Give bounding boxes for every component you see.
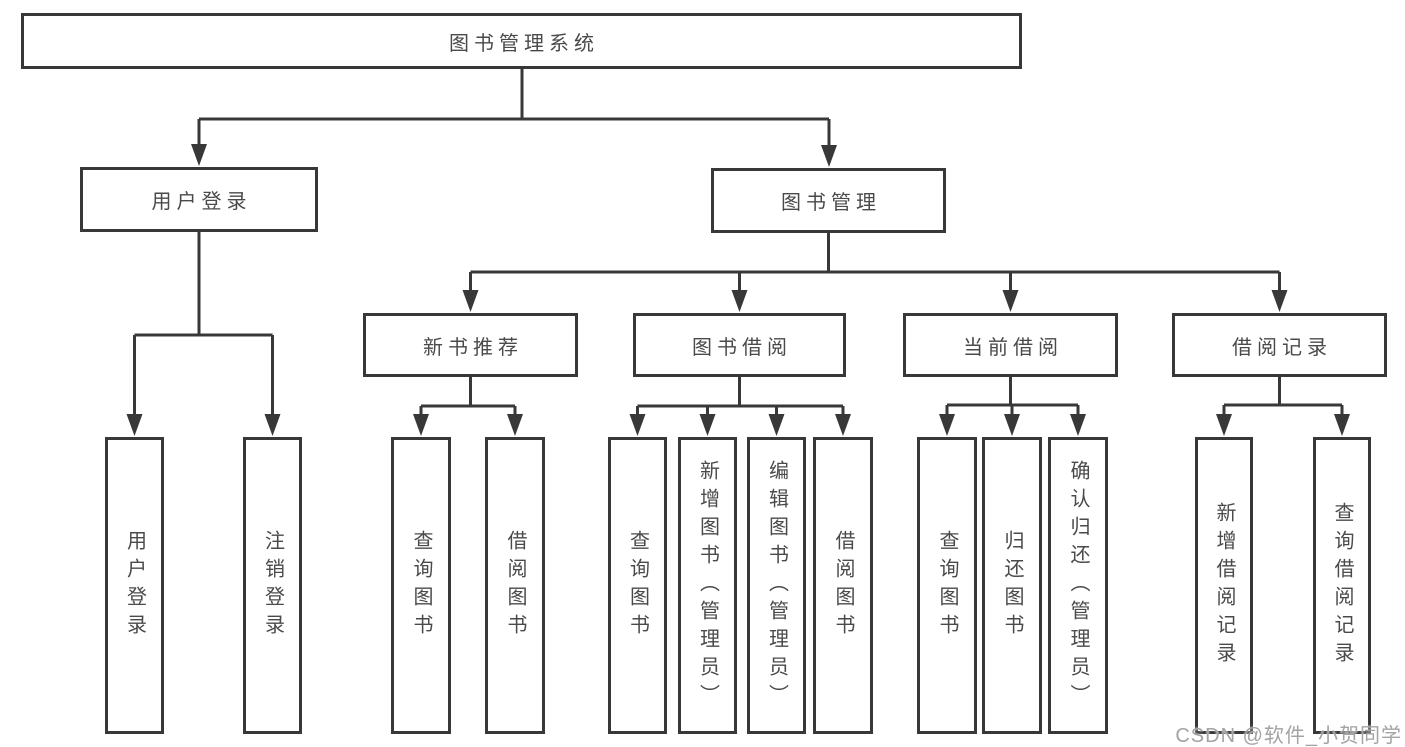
arrowheads <box>126 144 1350 436</box>
node-library-system: 图书管理系统 <box>21 13 1022 69</box>
edge-bookmgmt-to-level3 <box>469 233 1281 292</box>
node-add-borrow-record: 新增借阅记录 <box>1195 437 1253 734</box>
edge-borrowrecords-to-leaves <box>1222 377 1344 417</box>
node-borrowing-records: 借阅记录 <box>1172 313 1387 377</box>
node-query-borrow-record: 查询借阅记录 <box>1313 437 1371 734</box>
edge-bookborrow-to-leaves <box>636 377 845 417</box>
node-new-book-recommend: 新书推荐 <box>363 313 578 377</box>
edge-newbookrec-to-leaves <box>419 377 517 417</box>
node-query-books-recommend: 查询图书 <box>391 437 451 734</box>
node-user-login-action: 用户登录 <box>105 437 164 734</box>
node-borrow-books-borrowing: 借阅图书 <box>813 437 873 734</box>
edge-currentborrow-to-leaves <box>945 377 1080 417</box>
node-current-borrowing: 当前借阅 <box>903 313 1118 377</box>
node-add-books-admin: 新增图书（管理员） <box>678 437 737 734</box>
node-return-books: 归还图书 <box>982 437 1042 734</box>
node-user-login: 用户登录 <box>80 167 318 232</box>
node-query-books-current: 查询图书 <box>917 437 977 734</box>
node-query-books-borrowing: 查询图书 <box>608 437 667 734</box>
node-book-borrowing: 图书借阅 <box>633 313 846 377</box>
node-logout-action: 注销登录 <box>243 437 302 734</box>
edge-root-to-level2 <box>197 69 831 147</box>
edge-userlogin-to-leaves <box>133 232 274 416</box>
csdn-watermark: CSDN @软件_小贺同学 <box>1175 725 1402 747</box>
node-confirm-return-admin: 确认归还（管理员） <box>1048 437 1108 734</box>
node-edit-books-admin: 编辑图书（管理员） <box>747 437 806 734</box>
node-borrow-books-recommend: 借阅图书 <box>485 437 545 734</box>
node-book-management: 图书管理 <box>711 168 946 233</box>
